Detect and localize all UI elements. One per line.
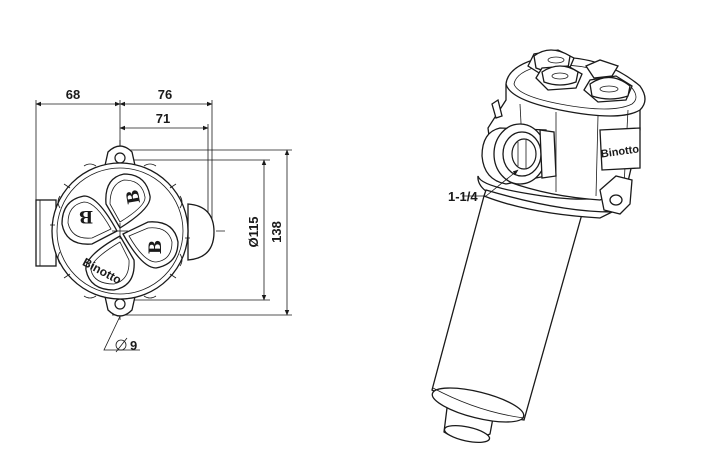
top-view: B B B Binotto 68 76 71 Ø115 138 9 xyxy=(35,87,292,353)
isometric-view: Binotto xyxy=(431,49,646,444)
cap-petals xyxy=(61,173,179,291)
dimension-labels: 68 76 71 Ø115 138 9 xyxy=(66,87,284,353)
dim-71-label: 71 xyxy=(156,111,170,126)
dim-68-label: 68 xyxy=(66,87,80,102)
brand-logo-iso-view: Binotto xyxy=(600,143,640,160)
dim-138-label: 138 xyxy=(269,221,284,243)
inlet-port xyxy=(481,123,557,185)
dim-hole-label: 9 xyxy=(130,338,137,353)
dim-76-label: 76 xyxy=(158,87,172,102)
dim-diameter-label: Ø115 xyxy=(246,216,261,247)
hole-diameter-symbol xyxy=(115,339,127,351)
filter-bowl xyxy=(431,195,583,423)
port-size-label: 1-1/4 xyxy=(448,189,478,204)
logo-letter-right: B xyxy=(146,240,166,254)
port-leader: 1-1/4 xyxy=(448,169,519,204)
logo-letter-top: B xyxy=(123,188,145,206)
top-caps xyxy=(527,49,633,103)
logo-letter-left: B xyxy=(79,206,93,226)
dimension-lines xyxy=(35,101,290,351)
